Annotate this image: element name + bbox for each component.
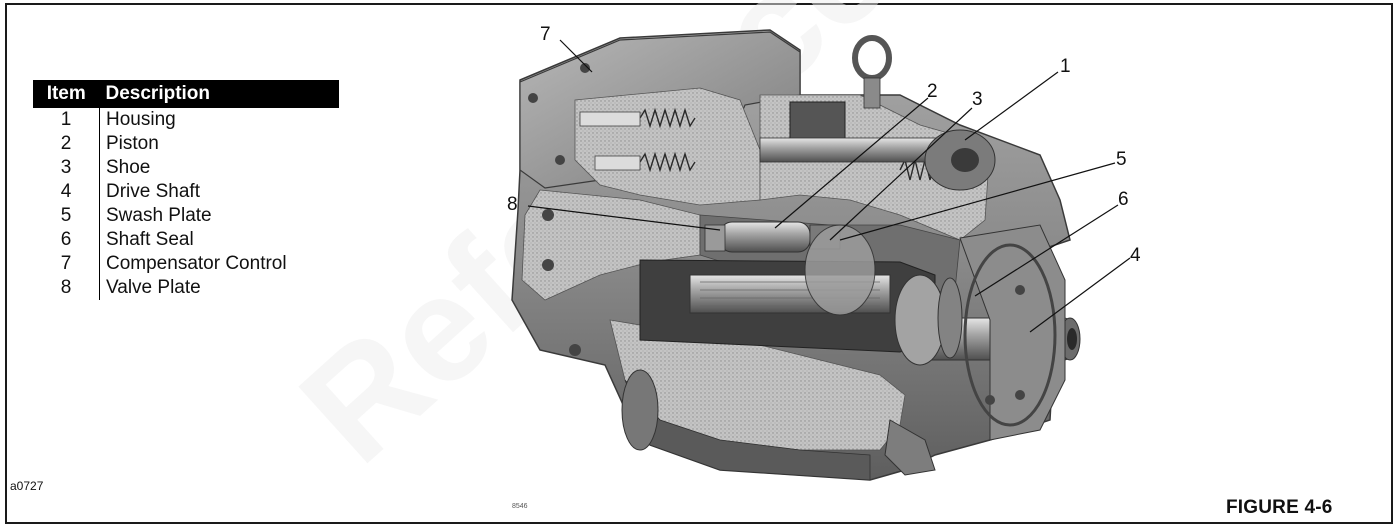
- callout-1: 1: [1060, 56, 1071, 77]
- image-code: a0727: [10, 479, 44, 493]
- parts-legend-table: Item Description 1 Housing 2 Piston 3 Sh…: [33, 80, 339, 300]
- figure-label: FIGURE 4-6: [1226, 497, 1333, 518]
- mounting-flange: [884, 224, 1066, 476]
- legend-item-description: Shaft Seal: [99, 228, 339, 252]
- callout-2: 2: [927, 81, 938, 102]
- legend-row: 2 Piston: [33, 132, 339, 156]
- image-small-code: 8546: [512, 503, 528, 510]
- legend-row: 6 Shaft Seal: [33, 228, 339, 252]
- lifting-eye: [852, 35, 892, 109]
- callout-5: 5: [1116, 149, 1127, 170]
- callout-4: 4: [1130, 245, 1141, 266]
- callout-leaders: [527, 39, 1131, 333]
- legend-item-number: 6: [60, 229, 72, 250]
- legend-item-description: Swash Plate: [99, 204, 339, 228]
- callout-8: 8: [507, 194, 518, 215]
- legend-item-number: 3: [60, 157, 72, 178]
- legend-item-number: 8: [60, 277, 72, 298]
- legend-row: 7 Compensator Control: [33, 252, 339, 276]
- legend-item-number: 1: [60, 109, 72, 130]
- legend-item-description: Compensator Control: [99, 252, 339, 276]
- callout-labels: 7 1 2 3 5 8 6 4: [507, 24, 1141, 266]
- spool-upper: [579, 111, 641, 127]
- legend-header-row: Item Description: [33, 80, 339, 108]
- legend-item-description: Housing: [99, 108, 339, 132]
- legend-item-number: 4: [60, 181, 72, 202]
- callout-7: 7: [540, 24, 551, 45]
- legend-item-number: 7: [60, 253, 72, 274]
- callout-3: 3: [972, 89, 983, 110]
- legend-item-description: Piston: [99, 132, 339, 156]
- legend-item-number: 2: [60, 133, 72, 154]
- legend-row: 5 Swash Plate: [33, 204, 339, 228]
- housing-bolts: [528, 63, 590, 356]
- legend-item-number: 5: [60, 205, 72, 226]
- legend-row: 3 Shoe: [33, 156, 339, 180]
- legend-header-description: Description: [99, 80, 339, 108]
- legend-header-item: Item: [33, 80, 100, 108]
- legend-item-description: Shoe: [99, 156, 339, 180]
- legend-row: 8 Valve Plate: [33, 276, 339, 300]
- end-cap: [924, 129, 996, 191]
- legend-row: 1 Housing: [33, 108, 339, 132]
- control-rod: [759, 137, 941, 163]
- spool-lower: [594, 155, 641, 171]
- legend-row: 4 Drive Shaft: [33, 180, 339, 204]
- piston-assembly: [689, 221, 891, 316]
- callout-6: 6: [1118, 189, 1129, 210]
- legend-item-description: Valve Plate: [99, 276, 339, 300]
- legend-item-description: Drive Shaft: [99, 180, 339, 204]
